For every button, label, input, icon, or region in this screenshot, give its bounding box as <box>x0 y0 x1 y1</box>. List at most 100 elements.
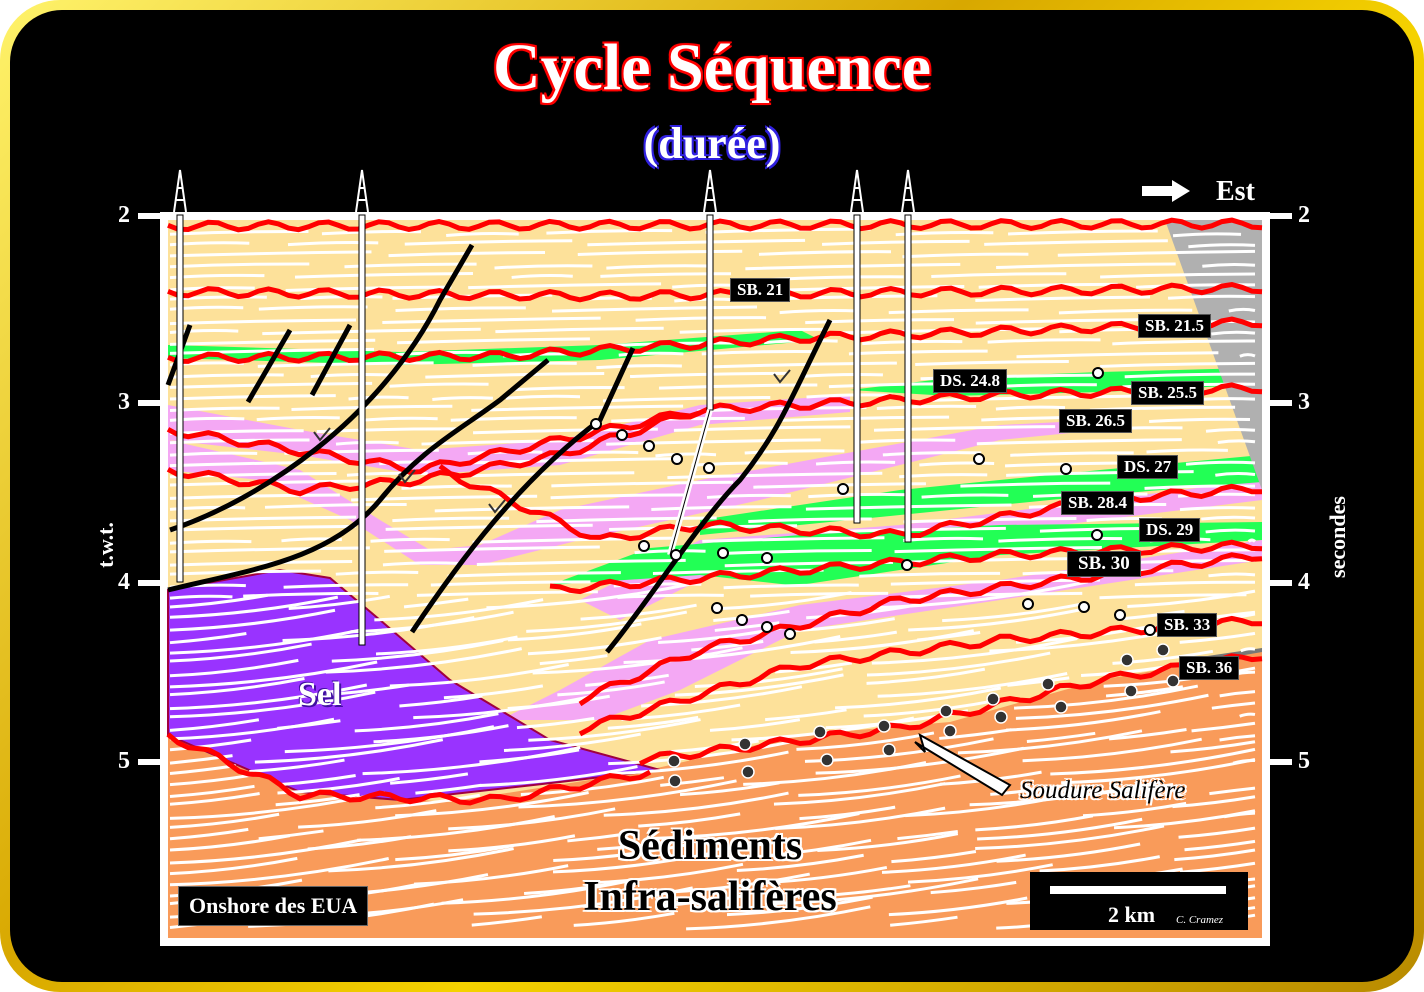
bedding-line <box>468 282 662 290</box>
bedding-line <box>1217 439 1256 445</box>
bedding-line <box>516 716 595 730</box>
bedding-line <box>460 457 681 465</box>
bedding-line <box>726 895 873 917</box>
bedding-line <box>1202 262 1256 268</box>
bedding-line <box>382 316 601 325</box>
bedding-line <box>799 805 896 821</box>
bedding-line <box>169 338 376 346</box>
bedding-line <box>1010 451 1134 457</box>
bedding-line <box>723 583 859 590</box>
scale-label: 2 km <box>1108 902 1156 927</box>
bedding-line <box>606 438 821 446</box>
bedding-line <box>357 815 556 842</box>
bedding-line <box>1105 685 1184 698</box>
bedding-line <box>638 812 741 828</box>
bedding-line <box>866 651 1051 677</box>
bedding-line <box>960 481 1111 488</box>
tick-left-3: 3 <box>118 389 130 415</box>
bedding-line <box>596 364 682 370</box>
bedding-line <box>169 642 312 663</box>
bedding-line <box>891 850 977 864</box>
bedding-line <box>1100 272 1256 279</box>
bedding-line <box>1215 472 1256 477</box>
bedding-line <box>765 708 847 722</box>
bedding-line <box>907 863 1053 884</box>
bedding-line <box>1082 801 1187 818</box>
white-marker <box>717 547 729 559</box>
bedding-line <box>691 639 764 652</box>
bedding-line <box>1208 572 1256 578</box>
bedding-line <box>526 610 688 633</box>
bedding-line <box>796 731 935 751</box>
dark-marker <box>813 725 827 739</box>
bedding-line <box>258 829 324 841</box>
bedding-line <box>939 728 1012 740</box>
weld-arrow-icon <box>914 732 1012 797</box>
well-bore <box>853 214 861 524</box>
bedding-line <box>511 274 573 279</box>
credit: C. Cramez <box>1176 914 1224 926</box>
bedding-line <box>1184 839 1256 852</box>
bedding-line <box>169 524 356 532</box>
unconformity-horizon <box>167 217 1263 233</box>
bedding-line <box>650 812 860 841</box>
bedding-line <box>1100 361 1256 368</box>
bedding-line <box>921 493 1009 499</box>
bedding-line <box>597 836 694 851</box>
bedding-line <box>528 718 701 742</box>
bedding-line <box>1127 589 1256 608</box>
fault-line <box>409 346 636 634</box>
bedding-line <box>706 493 791 499</box>
bedding-line <box>606 264 710 270</box>
scale-bar <box>1050 886 1226 894</box>
bedding-line <box>403 597 469 609</box>
dark-marker <box>939 704 953 718</box>
tick-right-2: 2 <box>1298 202 1310 228</box>
bedding-line <box>715 591 852 611</box>
dark-marker <box>667 754 681 768</box>
bedding-line <box>1022 737 1202 763</box>
bedding-line <box>1136 283 1256 289</box>
bedding-line <box>397 337 590 345</box>
axis-ticks <box>138 213 1292 765</box>
bedding-line <box>1205 427 1256 433</box>
bedding-line <box>169 812 280 829</box>
white-marker <box>761 621 773 633</box>
bedding-line <box>384 545 600 553</box>
tick-left-4: 4 <box>118 569 130 595</box>
bedding-line <box>587 238 806 247</box>
bedding-line <box>679 327 825 334</box>
bedding-line <box>472 536 677 544</box>
bedding-line <box>871 637 1078 665</box>
bedding-line <box>1008 229 1158 236</box>
bedding-line <box>863 698 1002 718</box>
bedding-line <box>1149 417 1251 423</box>
bedding-line <box>710 361 897 369</box>
bedding-line <box>249 758 345 773</box>
bedding-line <box>713 609 790 622</box>
bedding-line <box>328 847 514 873</box>
bedding-line <box>679 781 780 797</box>
horizon-label-sb28-4: SB. 28.4 <box>1061 491 1135 515</box>
bedding-line <box>697 405 867 413</box>
bedding-line <box>800 372 883 379</box>
bedding-line <box>316 427 457 434</box>
bedding-line <box>325 647 523 674</box>
bedding-line <box>332 683 410 696</box>
bedding-line <box>770 877 979 906</box>
bedding-line <box>473 886 693 916</box>
bedding-line <box>978 282 1118 289</box>
bedding-line <box>902 252 1029 259</box>
bedding-line <box>169 690 376 719</box>
bedding-line <box>1177 492 1256 498</box>
horizon-label-sb25-5: SB. 25.5 <box>1131 381 1205 405</box>
dark-marker <box>994 710 1008 724</box>
derrick-icon <box>355 169 369 213</box>
bedding-line <box>882 451 982 457</box>
bedding-line <box>432 396 493 401</box>
bedding-line <box>908 607 1087 632</box>
bedding-line <box>169 660 378 689</box>
bedding-line <box>277 774 356 787</box>
horizon-label-sb30: SB. 30 <box>1067 551 1141 577</box>
dark-marker <box>820 753 834 767</box>
